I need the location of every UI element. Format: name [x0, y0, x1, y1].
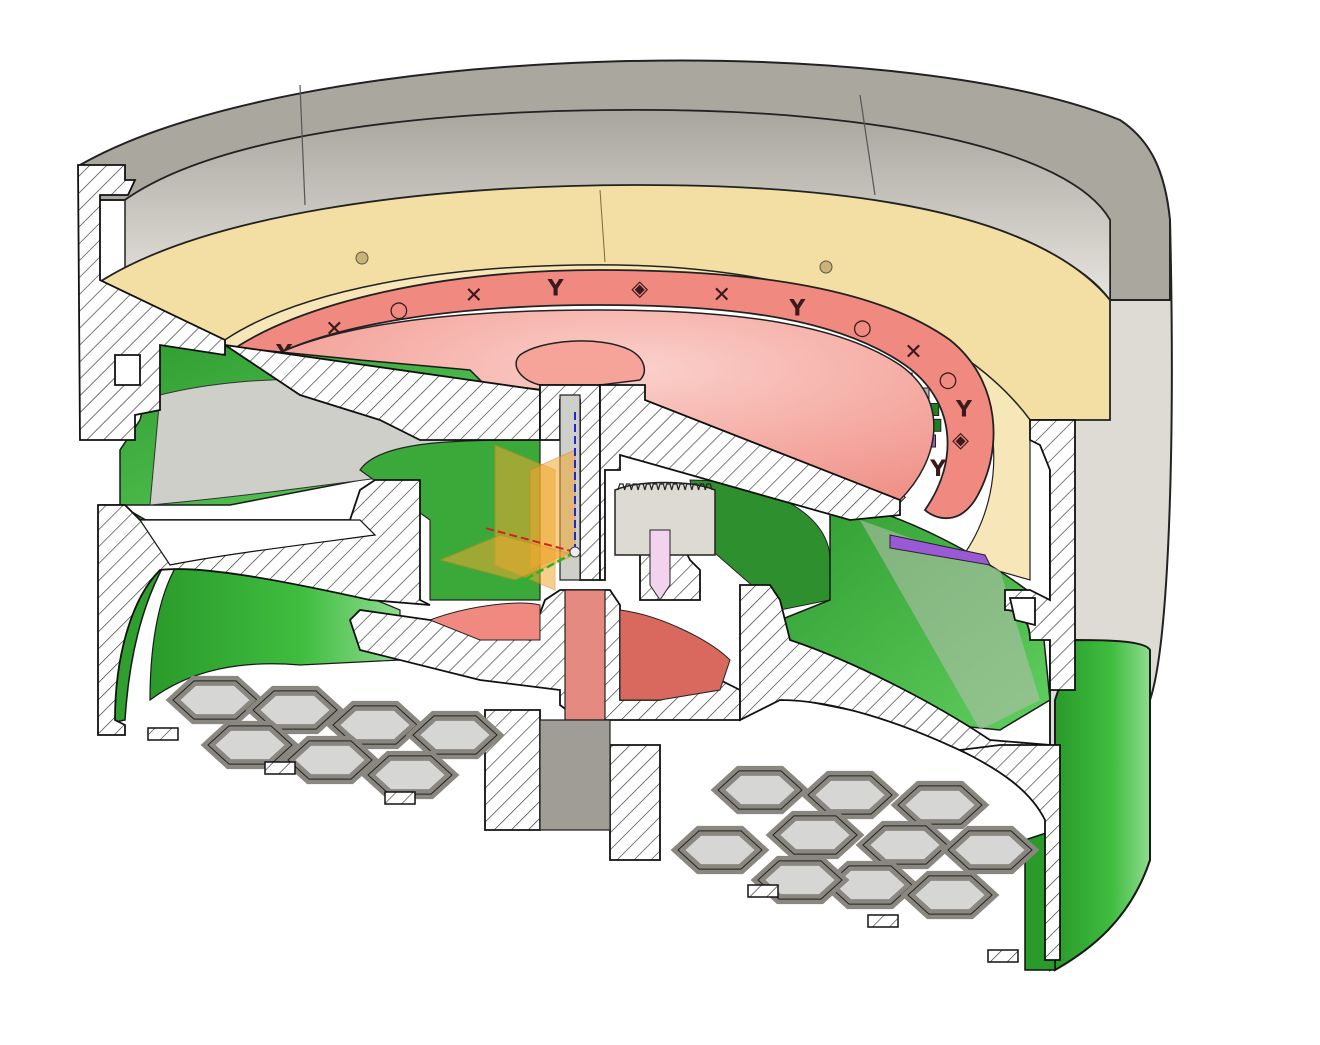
ring-symbol: ◈	[631, 276, 648, 301]
honeycomb-cell-outline	[367, 755, 453, 795]
honeycomb-cell	[890, 780, 990, 830]
honeycomb-cell	[165, 675, 265, 725]
honeycomb-foot	[867, 914, 899, 928]
honeycomb-cell-outline	[897, 785, 983, 825]
honeycomb-cell-outline	[807, 775, 893, 815]
honeycomb-cell	[360, 750, 460, 800]
ring-symbol: ○	[853, 316, 872, 341]
ring-symbol: Y	[547, 277, 565, 302]
ring-symbol: ○	[389, 297, 408, 322]
honeycomb-foot	[987, 949, 1019, 963]
honeycomb-cell	[940, 825, 1040, 875]
honeycomb-cell-outline	[717, 770, 803, 810]
honeycomb-cell-outline	[172, 680, 258, 720]
origin-axes-icon[interactable]	[438, 410, 581, 591]
honeycomb-cell-outline	[907, 875, 993, 915]
honeycomb-cell-outline	[287, 740, 373, 780]
ring-symbol: ✕	[904, 340, 922, 365]
honeycomb-foot	[264, 761, 296, 775]
honeycomb-cell	[670, 825, 770, 875]
honeycomb-base	[147, 675, 1040, 963]
section-cuts	[77, 164, 1076, 961]
ring-symbol: Y	[929, 457, 947, 482]
honeycomb-cell-outline	[772, 815, 858, 855]
ring-symbol: ◈	[952, 428, 969, 453]
honeycomb-cell	[710, 765, 810, 815]
honeycomb-cell-outline	[677, 830, 763, 870]
ring-symbol: ✕	[712, 283, 730, 308]
honeycomb-cell	[765, 810, 865, 860]
honeycomb-cell-outline	[947, 830, 1033, 870]
honeycomb-cell-outline	[412, 715, 498, 755]
purple-latch	[889, 534, 991, 566]
ring-symbol: ✕	[465, 284, 483, 309]
honeycomb-foot	[747, 884, 779, 898]
honeycomb-cell-outline	[757, 860, 843, 900]
ring-symbol: ○	[938, 368, 957, 393]
honeycomb-cell	[405, 710, 505, 760]
rotor-hub	[515, 340, 646, 386]
honeycomb-cell	[280, 735, 380, 785]
honeycomb-foot	[384, 791, 416, 805]
outer-green-cylinder	[1054, 638, 1151, 972]
honeycomb-cell-outline	[862, 825, 948, 865]
honeycomb-cell	[800, 770, 900, 820]
honeycomb-cell	[855, 820, 955, 870]
honeycomb-cell-outline	[252, 690, 338, 730]
ring-symbol: Y	[955, 398, 973, 423]
gear-assembly	[614, 481, 716, 601]
honeycomb-cell	[900, 870, 1000, 920]
honeycomb-cell	[200, 720, 300, 770]
ring-symbol: Y	[788, 296, 806, 321]
honeycomb-cell-outline	[332, 705, 418, 745]
honeycomb-foot	[147, 727, 179, 741]
